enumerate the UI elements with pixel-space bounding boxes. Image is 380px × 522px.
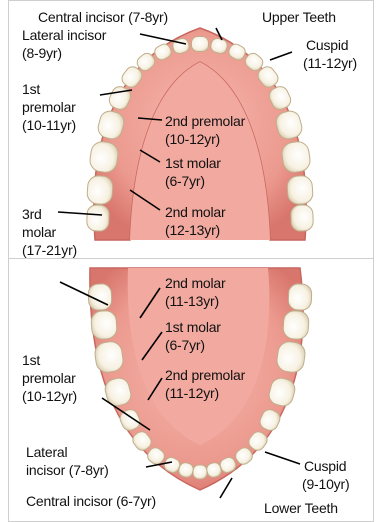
upper-1st-premolar-label-line2: premolar [22, 99, 76, 115]
lower-2nd-molar-label-line2: (11-13yr) [165, 293, 219, 309]
upper-1st-molar-label-line2: (6-7yr) [165, 173, 205, 189]
upper-3rd-molar-label-line3: (17-21yr) [22, 242, 77, 258]
lower-central-incisor-label: Central incisor (6-7yr) [26, 493, 156, 509]
upper-tooth-17 [87, 175, 114, 205]
lower-tooth-18 [288, 284, 312, 311]
upper-central-incisor-label: Central incisor (7-8yr) [38, 9, 168, 25]
lower-2nd-premolar-label-line1: 2nd premolar [165, 367, 245, 383]
lower-1st-premolar-label-line3: (10-12yr) [22, 388, 77, 404]
lower-tooth-16 [283, 310, 310, 340]
upper-tooth-18 [291, 205, 314, 232]
upper-lateral-incisor-label-line1: Lateral incisor [22, 27, 106, 43]
upper-3rd-molar-label-line1: 3rd [22, 206, 42, 222]
upper-teeth-title: Upper Teeth [262, 9, 336, 25]
lower-cuspid-label-line1: Cuspid [304, 458, 346, 474]
lower-2nd-molar-label-line1: 2nd molar [165, 275, 225, 291]
upper-2nd-molar-label-line1: 2nd molar [165, 204, 225, 220]
upper-2nd-premolar-label-line2: (10-12yr) [165, 131, 220, 147]
lower-1st-premolar-label-line2: premolar [22, 370, 76, 386]
upper-lateral-incisor-label-line2: (8-9yr) [22, 45, 62, 61]
upper-1st-premolar-label-line1: 1st [22, 81, 40, 97]
lower-1st-molar-label-line1: 1st molar [165, 319, 221, 335]
lower-tooth-1 [193, 465, 207, 479]
lower-2nd-premolar-label-line2: (11-12yr) [165, 385, 219, 401]
lower-lateral-incisor-label-line2: incisor (7-8yr) [26, 462, 109, 478]
leader-lower-central-incisor [220, 478, 232, 498]
upper-tooth-19 [87, 205, 110, 232]
upper-tooth-1 [192, 37, 209, 52]
lower-1st-premolar-label-line1: 1st [22, 352, 40, 368]
lower-tooth-17 [91, 310, 118, 340]
upper-cuspid-label-line1: Cuspid [306, 37, 348, 53]
upper-1st-molar-label-line1: 1st molar [165, 155, 221, 171]
upper-2nd-molar-label-line2: (12-13yr) [165, 222, 220, 238]
upper-1st-premolar-label-line3: (10-11yr) [22, 117, 76, 133]
upper-2nd-premolar-label-line1: 2nd premolar [165, 113, 245, 129]
upper-tooth-16 [287, 175, 314, 205]
leader-lower-cuspid [265, 452, 300, 464]
upper-cuspid-label-line2: (11-12yr) [303, 55, 357, 71]
lower-lateral-incisor-label-line1: Lateral [26, 444, 67, 460]
lower-cuspid-label-line2: (9-10yr) [302, 476, 349, 492]
lower-1st-molar-label-line2: (6-7yr) [165, 337, 205, 353]
lower-teeth-title: Lower Teeth [264, 500, 338, 516]
leader-upper-cuspid [270, 52, 292, 60]
upper-3rd-molar-label-line2: molar [22, 224, 56, 240]
